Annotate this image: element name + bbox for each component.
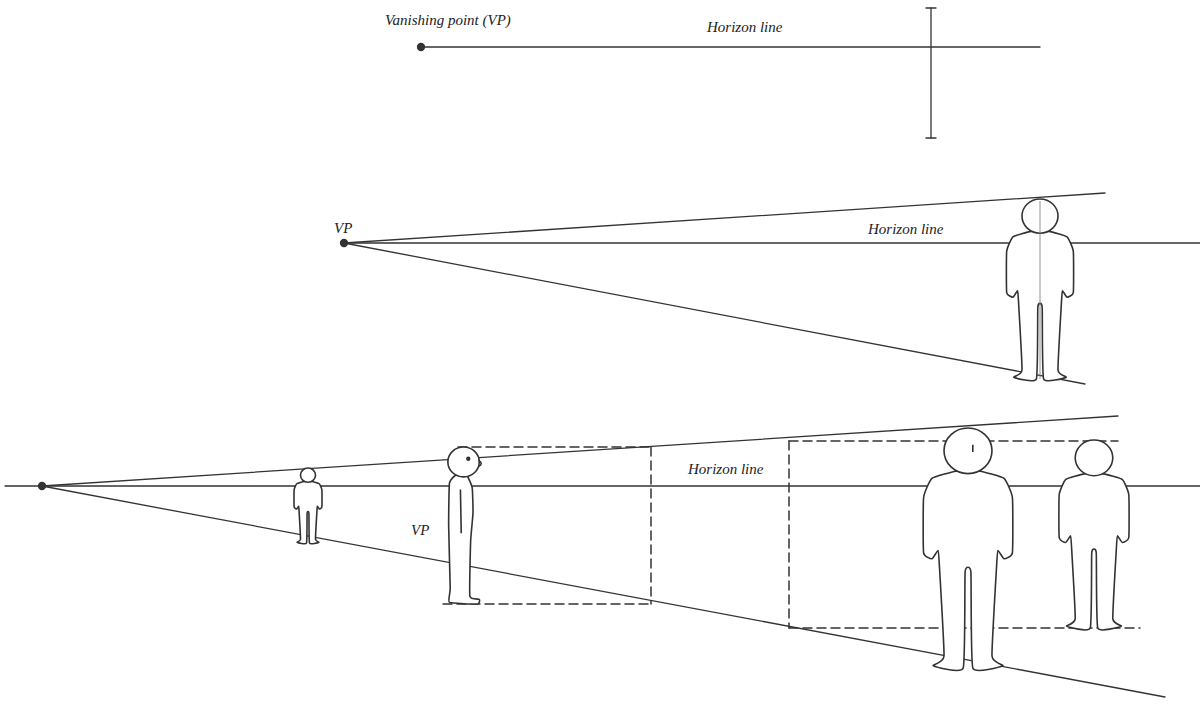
height-bar-cap [926, 7, 936, 8]
annotation-label: Horizon line [868, 222, 943, 237]
annotation-label: Vanishing point (VP) [385, 13, 511, 28]
figure-eye [467, 457, 470, 460]
annotation-label: VP [334, 221, 352, 236]
vanishing-point [39, 483, 46, 490]
figure-arm [460, 489, 462, 533]
perspective-line [344, 193, 1105, 243]
figure-nose [478, 460, 481, 466]
annotation-label: Horizon line [688, 462, 763, 477]
figure-body [294, 481, 322, 543]
dashed-guide [458, 446, 651, 448]
height-bar-cap [926, 137, 936, 138]
human-figure [294, 468, 322, 544]
horizon-line [5, 485, 1200, 486]
figure-eye [972, 445, 974, 452]
figure-body [1059, 474, 1129, 630]
dashed-guide [650, 447, 652, 604]
vanishing-point [418, 44, 425, 51]
human-figure [1006, 199, 1073, 381]
annotation-label: VP [411, 523, 429, 538]
figure-head [301, 468, 316, 482]
figure-body [923, 471, 1013, 671]
dashed-guide [788, 441, 790, 628]
human-figure [1059, 440, 1129, 630]
annotation-label: Horizon line [707, 20, 782, 35]
human-figure [923, 428, 1013, 670]
figure-head [448, 447, 479, 477]
figure-head [1075, 440, 1113, 476]
figure-body [449, 475, 480, 604]
human-figure [448, 447, 481, 604]
perspective-line [344, 243, 1085, 384]
center-line [1040, 201, 1041, 379]
figure-head [944, 428, 992, 474]
vanishing-point [341, 240, 348, 247]
horizon-line [421, 46, 1040, 47]
height-bar [930, 8, 931, 138]
